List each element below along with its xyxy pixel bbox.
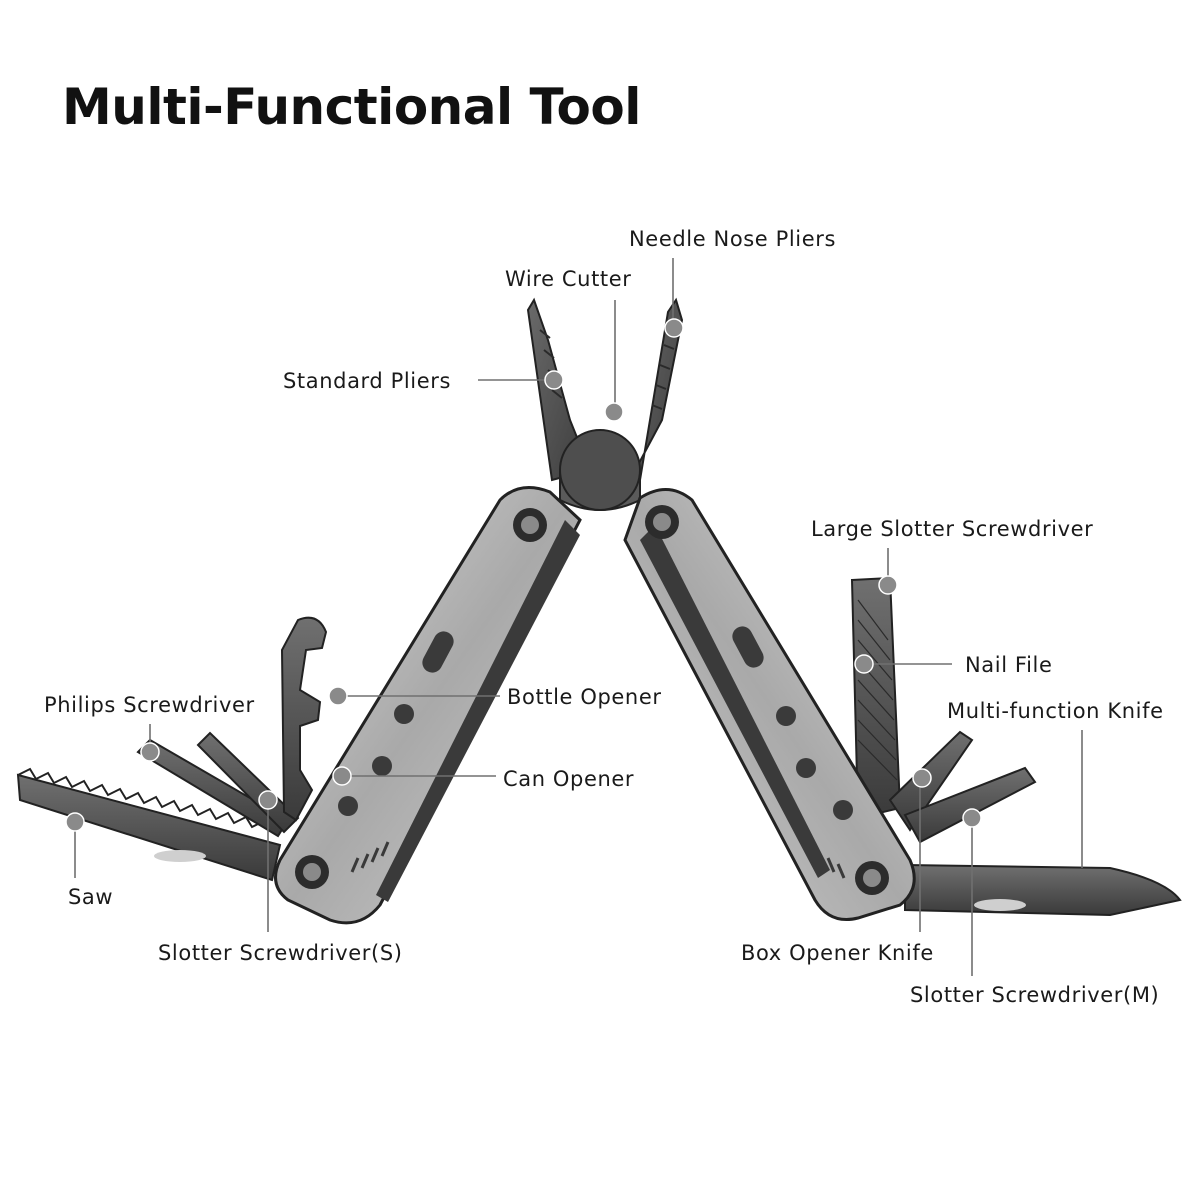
label-bottle-opener: Bottle Opener	[507, 685, 662, 709]
multi-function-knife-blade	[904, 863, 1182, 917]
marker-slotter-m	[962, 808, 982, 828]
label-large-slotter-screwdriver: Large Slotter Screwdriver	[811, 517, 1094, 541]
marker-slotter-s	[258, 790, 278, 810]
marker-needle-nose	[664, 318, 684, 338]
slotter-screwdriver-m-tool	[903, 766, 1037, 844]
label-multi-function-knife: Multi-function Knife	[947, 699, 1164, 723]
left-handle	[274, 486, 582, 925]
label-slotter-screwdriver-m: Slotter Screwdriver(M)	[910, 983, 1160, 1007]
label-standard-pliers: Standard Pliers	[283, 369, 452, 393]
label-box-opener-knife: Box Opener Knife	[741, 941, 934, 965]
pivot-hub	[559, 429, 641, 511]
saw-blade	[16, 767, 282, 882]
marker-bottle-opener	[328, 686, 348, 706]
label-can-opener: Can Opener	[503, 767, 635, 791]
marker-philips	[140, 742, 160, 762]
label-needle-nose-pliers: Needle Nose Pliers	[629, 227, 837, 251]
bottle-can-opener-tool	[280, 616, 328, 822]
label-nail-file: Nail File	[965, 653, 1053, 677]
marker-nail-file	[854, 654, 874, 674]
label-wire-cutter: Wire Cutter	[505, 267, 632, 291]
page-title: Multi-Functional Tool	[62, 78, 641, 136]
marker-multi-knife	[912, 768, 932, 788]
label-slotter-screwdriver-s: Slotter Screwdriver(S)	[158, 941, 403, 965]
marker-standard-pliers	[544, 370, 564, 390]
right-handle	[623, 488, 916, 921]
marker-wire-cutter	[604, 402, 624, 422]
marker-can-opener	[332, 766, 352, 786]
label-saw: Saw	[68, 885, 114, 909]
label-philips-screwdriver: Philips Screwdriver	[44, 693, 255, 717]
callout-markers	[65, 318, 982, 832]
marker-saw	[65, 812, 85, 832]
marker-large-slotter	[878, 575, 898, 595]
